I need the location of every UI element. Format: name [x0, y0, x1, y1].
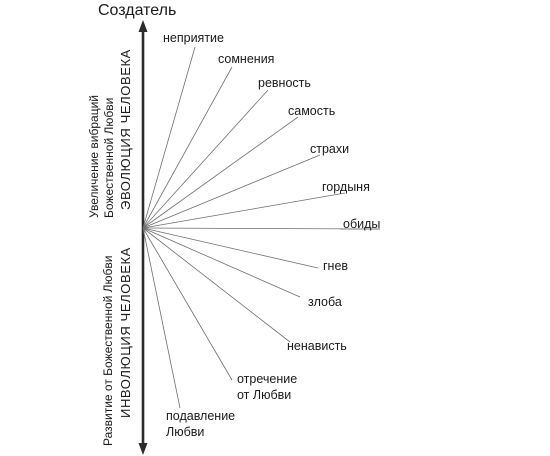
ray-label: отречение от Любви: [237, 372, 297, 402]
ray-line: [142, 192, 346, 229]
ray-line: [142, 66, 233, 229]
ray-label-line: гордыня: [322, 180, 370, 194]
ray-label: гнев: [323, 259, 348, 273]
lower-side-line1: Развитие от Божественной Любви: [101, 256, 115, 447]
ray-label: гордыня: [322, 180, 370, 194]
ray-label: обиды: [343, 217, 380, 231]
ray-label-line: злоба: [308, 295, 342, 309]
ray-line: [142, 154, 321, 229]
ray-line: [142, 89, 269, 229]
title-creator: Создатель: [98, 2, 176, 19]
ray-label-line: неприятие: [163, 31, 224, 45]
axis-arrow-down: [138, 443, 148, 455]
ray-labels: неприятие сомнения ревность самость страхи го…: [163, 31, 380, 439]
ray-label-line: ревность: [258, 76, 311, 90]
ray-label-line: обиды: [343, 217, 380, 231]
lower-side-line1-wrap: Развитие от Божественной Любви: [101, 256, 115, 447]
upper-side-line3: ЭВОЛЮЦИЯ ЧЕЛОВЕКА: [118, 49, 133, 210]
upper-side-line2-wrap: Божественной Любви: [102, 98, 116, 218]
ray-label-line: страхи: [310, 142, 349, 156]
ray-line: [142, 227, 319, 269]
ray-label-line: подавление: [166, 409, 235, 423]
lower-side-line2-wrap: ИНВОЛЮЦИЯ ЧЕЛОВЕКА: [118, 247, 133, 418]
ray-label: ненависть: [287, 339, 347, 353]
upper-side-line3-wrap: ЭВОЛЮЦИЯ ЧЕЛОВЕКА: [118, 49, 133, 210]
upper-side-line2: Божественной Любви: [102, 98, 116, 218]
ray-line: [142, 227, 301, 298]
lower-side-line2: ИНВОЛЮЦИЯ ЧЕЛОВЕКА: [118, 247, 133, 418]
ray-line: [142, 227, 291, 343]
ray-line: [142, 116, 299, 229]
ray-label-line: сомнения: [218, 52, 274, 66]
ray-label: сомнения: [218, 52, 274, 66]
ray-label-line: Любви: [166, 425, 204, 439]
upper-side-caption: Увеличение вибраций: [87, 95, 101, 218]
ray-label: страхи: [310, 142, 349, 156]
ray-label-line: гнев: [323, 259, 348, 273]
upper-side-line1: Увеличение вибраций: [87, 95, 101, 218]
ray-line: [142, 227, 181, 409]
ray-label-line: ненависть: [287, 339, 347, 353]
ray-line: [142, 227, 233, 381]
ray-label: ревность: [258, 76, 311, 90]
ray-label-line: самость: [288, 104, 335, 118]
ray-lines: [142, 46, 381, 409]
ray-line: [142, 46, 196, 229]
ray-label-line: от Любви: [237, 388, 291, 402]
ray-label: злоба: [308, 295, 342, 309]
ray-label-line: отречение: [237, 372, 297, 386]
ray-label: неприятие: [163, 31, 224, 45]
axis-arrow-up: [138, 20, 148, 32]
ray-label: самость: [288, 104, 335, 118]
